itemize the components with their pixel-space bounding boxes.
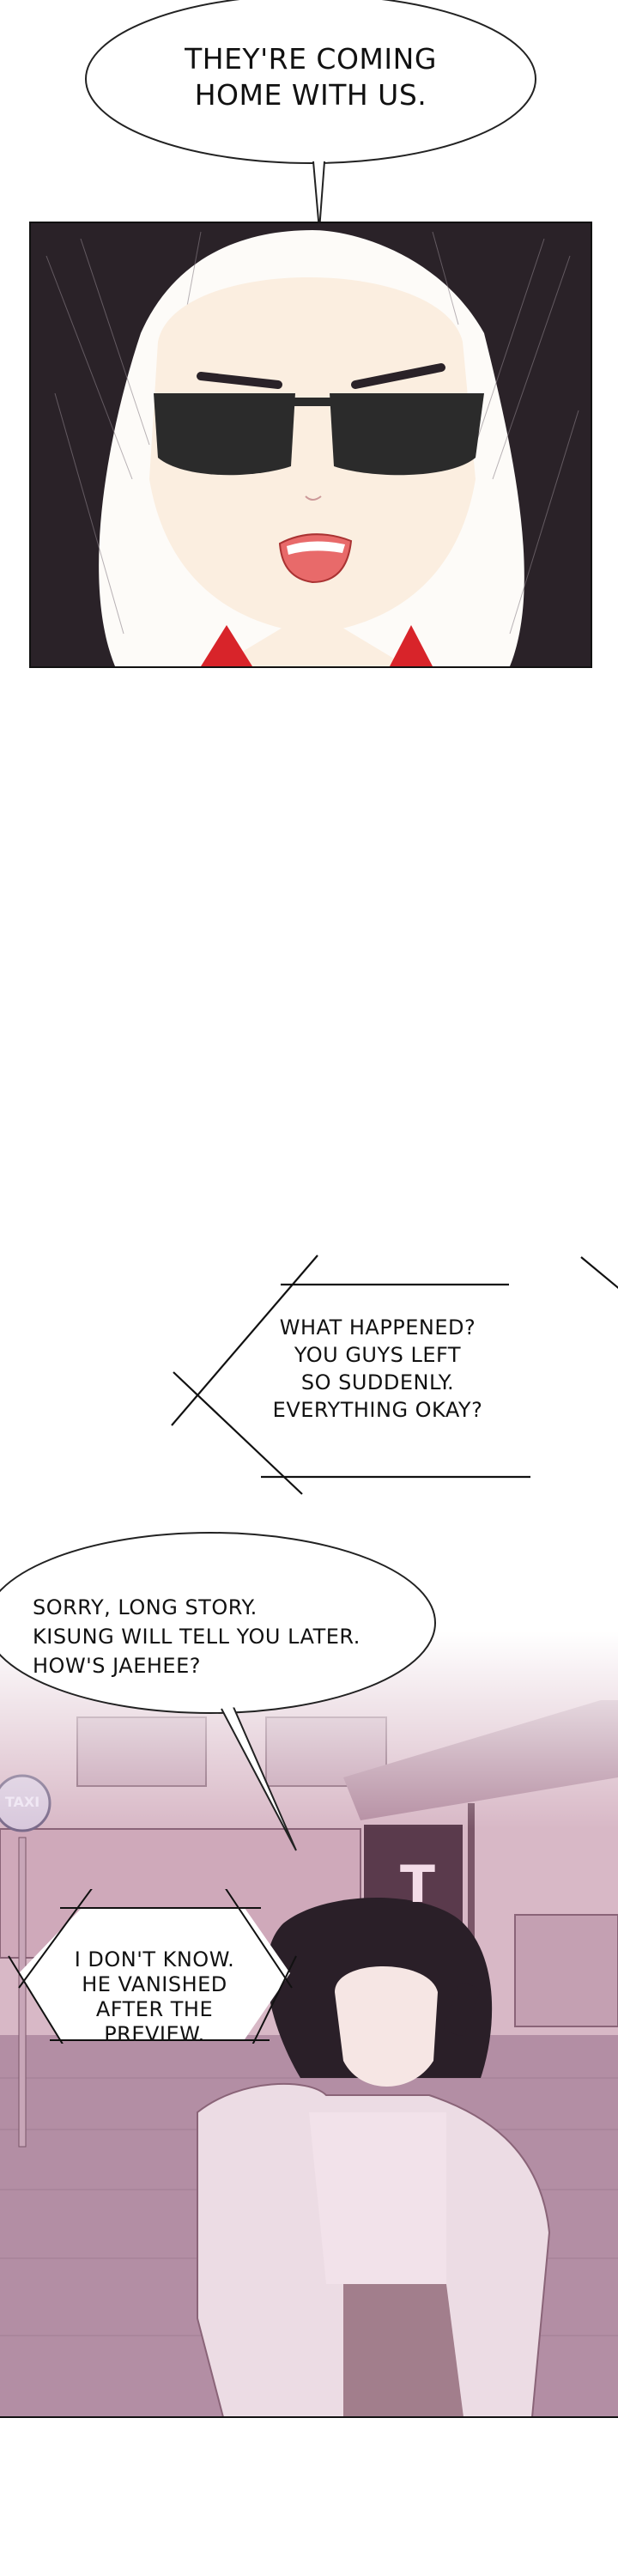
incoming-message-bubble-shape	[8, 1889, 297, 2044]
bubble-line: HOME WITH US.	[194, 78, 427, 112]
bubble-line: AFTER THE	[95, 1997, 214, 2021]
red-jacket	[201, 625, 433, 666]
speech-bubble-top-shape	[85, 0, 536, 231]
bubble-line: EVERYTHING OKAY?	[272, 1398, 483, 1422]
bubble-line: PREVIEW.	[104, 2022, 205, 2046]
bubble-line: THEY'RE COMING	[185, 42, 437, 76]
face	[149, 277, 476, 634]
reply-bubble-shape	[0, 1532, 436, 1851]
incoming-message-bubble: I DON'T KNOW. HE VANISHED AFTER THE PREV…	[52, 1947, 258, 2047]
reply-bubble: SORRY, LONG STORY. KISUNG WILL TELL YOU …	[33, 1593, 427, 1680]
bubble-line: I DON'T KNOW.	[74, 1947, 235, 1971]
bubble-line: YOU GUYS LEFT	[294, 1343, 462, 1367]
text-message-bubble: WHAT HAPPENED? YOU GUYS LEFT SO SUDDENLY…	[258, 1314, 498, 1424]
bubble-line: HOW'S JAEHEE?	[33, 1654, 201, 1678]
panel-woman-sunglasses	[29, 222, 592, 668]
bubble-line: HE VANISHED	[82, 1972, 227, 1996]
sunglasses	[154, 393, 484, 476]
bubble-line: SO SUDDENLY.	[300, 1370, 455, 1394]
hair	[31, 223, 591, 666]
text-message-bubble-shape	[171, 1255, 618, 1495]
bubble-line: KISUNG WILL TELL YOU LATER.	[33, 1625, 360, 1649]
bubble-line: WHAT HAPPENED?	[279, 1315, 476, 1340]
speech-bubble-top: THEY'RE COMING HOME WITH US.	[137, 41, 484, 113]
bubble-line: SORRY, LONG STORY.	[33, 1595, 258, 1619]
panel-taxi-station	[0, 1631, 618, 2421]
taxi-sign-label: TAXI	[4, 1794, 40, 1810]
station-sign-letter: T	[400, 1855, 435, 1915]
